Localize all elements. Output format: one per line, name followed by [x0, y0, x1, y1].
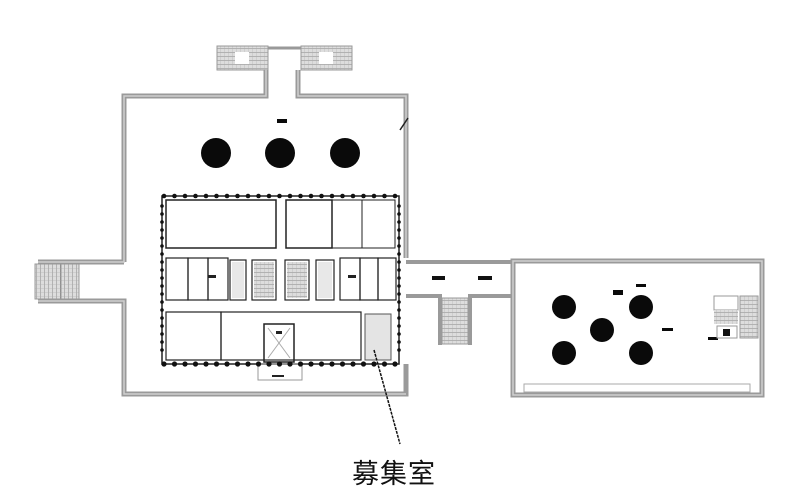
pillar-icon: [629, 341, 653, 365]
pillar-icon: [265, 138, 295, 168]
leader-line: [373, 349, 401, 445]
annex-stair: [713, 295, 759, 339]
pillar-icon: [330, 138, 360, 168]
main-hall-wall-inner: [38, 70, 407, 395]
main-hall-pillars: [201, 119, 360, 168]
room-label: 募集室: [352, 459, 436, 490]
pillar-icon: [590, 318, 614, 342]
pillar-icon: [201, 138, 231, 168]
corridor: [406, 260, 515, 345]
corridor-stair: [441, 297, 469, 345]
top-stair-block: [216, 45, 353, 71]
pillar-icon: [629, 295, 653, 319]
inner-core: [161, 195, 400, 381]
left-stair: [34, 263, 80, 300]
recruitment-room: [364, 313, 392, 361]
annex-wall: [510, 258, 765, 398]
pillar-icon: [552, 295, 576, 319]
core-columns: [160, 193, 401, 367]
door-swing: [399, 117, 409, 131]
annex-pillars: [552, 284, 718, 365]
pillar-icon: [552, 341, 576, 365]
